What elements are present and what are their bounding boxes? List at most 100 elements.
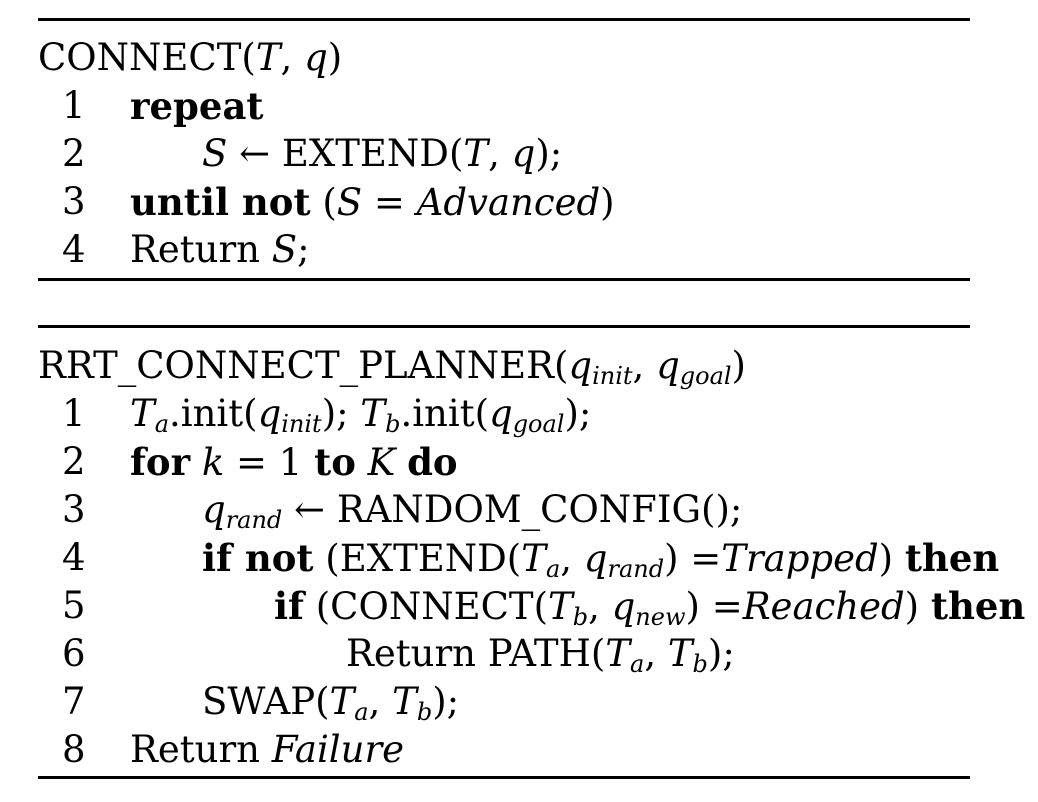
if-not-keyword: if not <box>202 536 314 580</box>
until-not-keyword: until not <box>130 180 311 224</box>
until-statement: until not (S = Advanced) <box>130 178 615 227</box>
trapped-value: Trapped <box>721 537 879 580</box>
extend-statement: S ← EXTEND(T, q); <box>202 130 562 178</box>
equals: = <box>362 181 417 224</box>
b-subscript: b <box>385 410 401 438</box>
connect-bottom-rule <box>38 278 970 281</box>
connect-function-name: CONNECT <box>38 36 242 79</box>
assign-arrow: ← <box>282 488 337 531</box>
rand-subscript: rand <box>607 555 665 583</box>
swap-statement: SWAP(Ta, Tb); <box>202 678 459 726</box>
k-symbol: k <box>190 441 225 484</box>
return-keyword: Return <box>130 728 272 771</box>
s-symbol: S <box>336 181 363 224</box>
swap-call: SWAP( <box>202 680 330 723</box>
comma: , <box>632 344 657 387</box>
planner-bottom-rule <box>38 776 970 779</box>
tree-symbol: T <box>667 632 693 675</box>
paren: ) <box>600 181 615 224</box>
semicolon: ; <box>297 228 310 271</box>
return-path-statement: Return PATH(Ta, Tb); <box>346 630 735 678</box>
q-symbol: q <box>656 344 680 387</box>
tree-symbol: T <box>521 537 546 580</box>
random-config-statement: qrand ← RANDOM_CONFIG(); <box>202 486 742 534</box>
equals: ) = <box>685 585 743 628</box>
equals: ) = <box>664 537 722 580</box>
repeat-keyword: repeat <box>130 84 264 128</box>
then-keyword: then <box>904 536 1000 580</box>
tree-symbol: T <box>130 392 155 435</box>
to-keyword: to <box>314 440 356 484</box>
if-connect-statement: if (CONNECT(Tb, qnew) =Reached) then <box>274 582 1025 631</box>
init-subscript: init <box>592 362 633 390</box>
then-keyword: then <box>930 584 1026 628</box>
call-end: ); <box>535 132 563 175</box>
b-subscript: b <box>572 603 589 631</box>
comma: , <box>368 680 393 723</box>
init-statement: Ta.init(qinit); Tb.init(qgoal); <box>130 390 591 438</box>
q-symbol: q <box>489 392 513 435</box>
return-statement: Return S; <box>130 226 310 274</box>
assign-arrow: ← <box>227 132 282 175</box>
return-keyword: Return <box>130 228 272 271</box>
comma: , <box>644 632 668 675</box>
if-keyword: if <box>274 584 304 628</box>
line-number: 2 <box>62 440 86 483</box>
k-upper-symbol: K <box>355 441 408 484</box>
init-call: .init( <box>400 392 489 435</box>
init-subscript: init <box>281 410 322 438</box>
comma: , <box>560 537 584 580</box>
b-subscript: b <box>692 650 708 678</box>
if-extend-statement: if not (EXTEND(Ta, qrand) =Trapped) then <box>202 534 999 583</box>
paren: ) <box>327 36 343 79</box>
line-number: 1 <box>62 84 86 127</box>
return-path-call: Return PATH( <box>346 632 606 675</box>
a-subscript: a <box>154 410 169 438</box>
s-symbol: S <box>271 228 298 271</box>
q-symbol: q <box>568 344 593 387</box>
separator: ); <box>321 392 361 435</box>
line-number: 3 <box>62 180 86 223</box>
call-end: ); <box>432 680 460 723</box>
comma: , <box>280 36 305 79</box>
init-call: .init( <box>169 392 258 435</box>
for-statement: for k = 1 to K do <box>130 438 458 487</box>
paren: ( <box>310 181 337 224</box>
line-number: 4 <box>62 228 86 271</box>
line-number: 6 <box>62 632 86 675</box>
q-symbol: q <box>202 488 226 531</box>
connect-call: (CONNECT( <box>303 585 549 628</box>
q-symbol: q <box>304 36 328 79</box>
return-failure-statement: Return Failure <box>130 726 404 774</box>
line-number: 8 <box>62 728 86 771</box>
q-symbol: q <box>257 392 282 435</box>
goal-subscript: goal <box>679 362 732 390</box>
call-end: ); <box>564 392 592 435</box>
do-keyword: do <box>407 440 458 484</box>
advanced-value: Advanced <box>416 181 601 224</box>
new-subscript: new <box>635 603 686 631</box>
tree-symbol: T <box>548 585 573 628</box>
line-number: 4 <box>62 536 86 579</box>
extend-call: (EXTEND( <box>313 537 522 580</box>
tree-symbol: T <box>329 680 355 723</box>
line-number: 3 <box>62 488 86 531</box>
a-subscript: a <box>545 555 561 583</box>
tree-symbol: T <box>360 392 386 435</box>
reached-value: Reached <box>742 585 905 628</box>
failure-value: Failure <box>271 728 405 771</box>
paren: ) <box>731 344 746 387</box>
call-end: ); <box>707 632 735 675</box>
line-number: 5 <box>62 584 86 627</box>
planner-top-rule <box>38 325 970 328</box>
line-number: 1 <box>62 392 86 435</box>
tree-symbol: T <box>255 36 281 79</box>
connect-header: CONNECT(T, q) <box>38 34 342 82</box>
tree-symbol: T <box>392 680 417 723</box>
s-symbol: S <box>202 132 228 175</box>
b-subscript: b <box>416 698 433 726</box>
line-number: 7 <box>62 680 86 723</box>
equals-one: = 1 <box>224 441 315 484</box>
extend-call: EXTEND( <box>281 132 464 175</box>
tree-symbol: T <box>605 632 630 675</box>
